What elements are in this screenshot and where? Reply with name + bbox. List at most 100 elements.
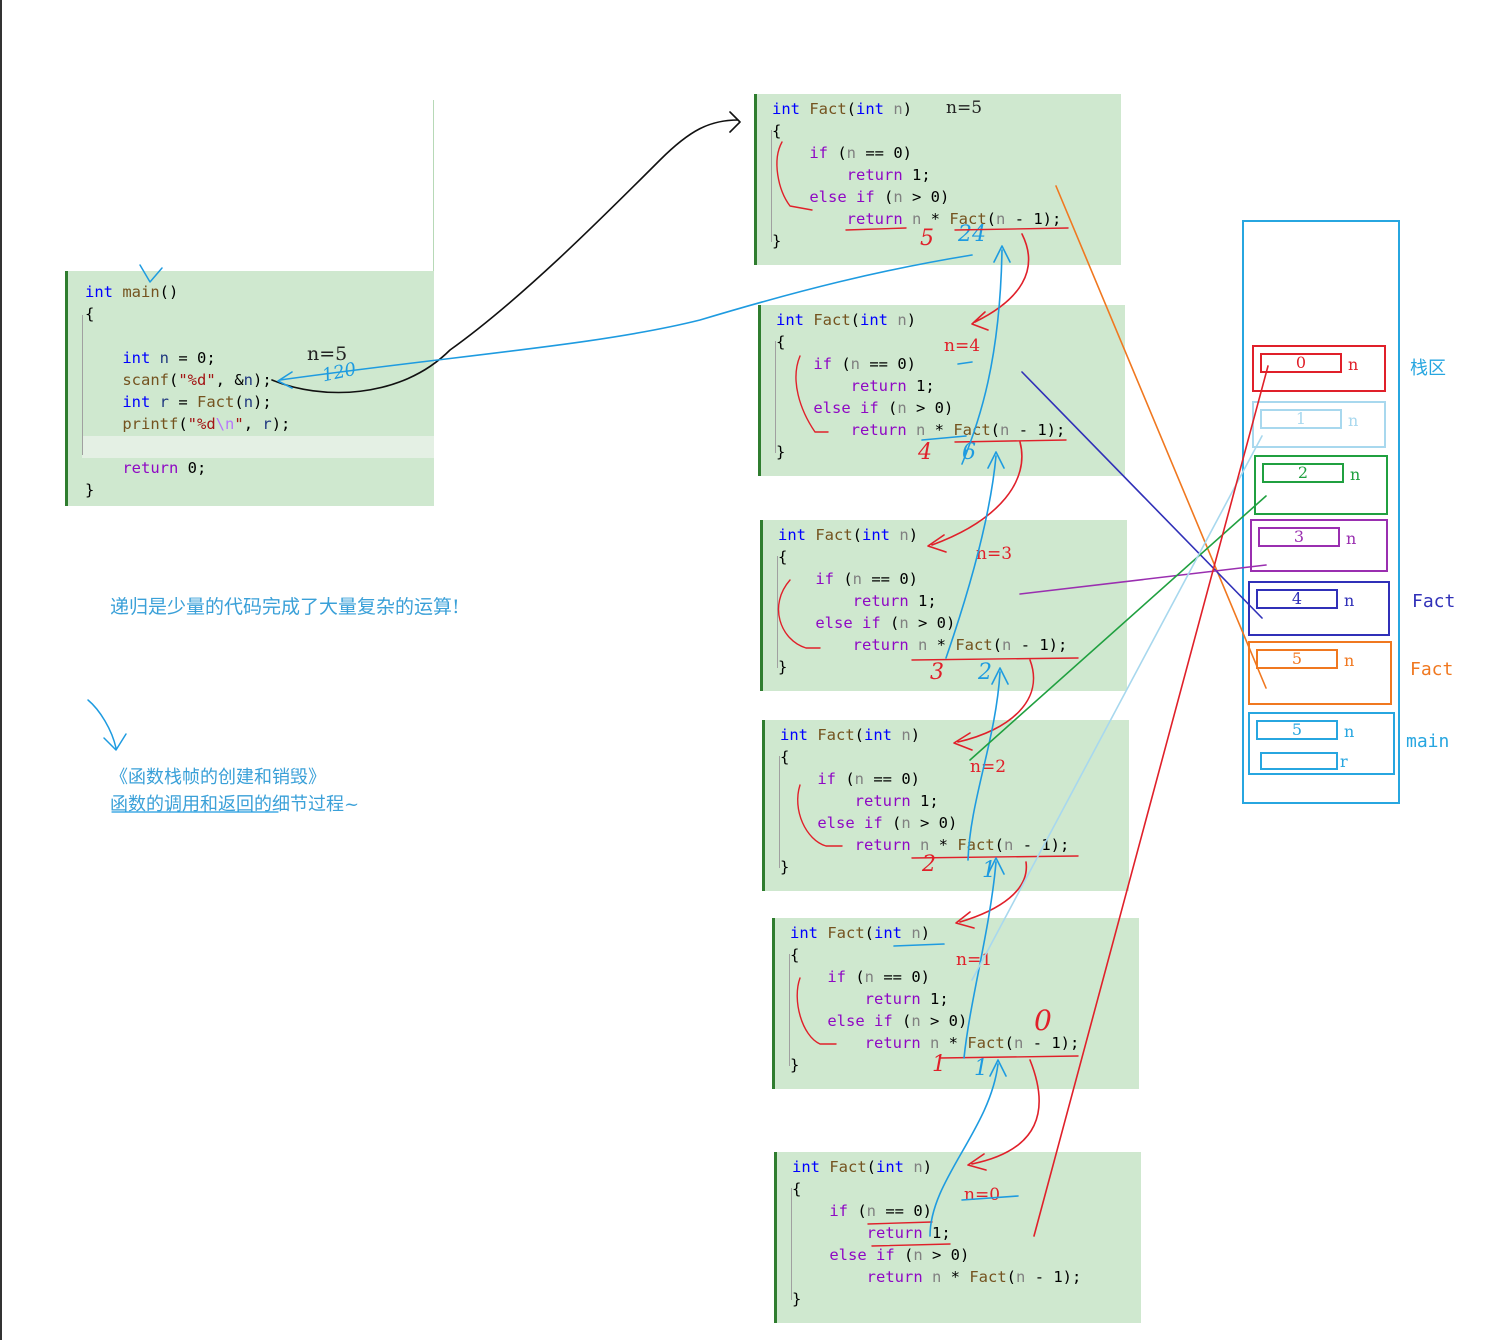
code-token: int	[122, 393, 151, 411]
code-token: n	[911, 924, 921, 942]
code-token: 1;	[906, 377, 935, 395]
indent-guide	[779, 756, 780, 868]
frame-value-label: 2	[922, 852, 936, 877]
stack-variable-name: n	[1348, 411, 1359, 430]
code-token: if	[827, 968, 846, 986]
code-token: else	[815, 614, 853, 632]
code-line: {	[778, 546, 787, 568]
code-line: }	[776, 441, 785, 463]
code-token: scanf	[122, 371, 169, 389]
code-token: (	[852, 526, 863, 544]
code-token: == 0)	[864, 770, 921, 788]
code-token	[790, 1012, 827, 1030]
fact-code-panel[interactable]: int Fact(int n){ if (n == 0) return 1; e…	[774, 1152, 1141, 1323]
frame-n-label: n=2	[970, 757, 1007, 777]
code-token	[85, 349, 122, 367]
frame-value-label: 1	[932, 1052, 946, 1077]
code-token: n	[912, 210, 922, 228]
code-line: else if (n > 0)	[790, 1010, 967, 1032]
code-token: Fact	[955, 636, 993, 654]
code-token	[792, 1202, 829, 1220]
code-token	[911, 836, 920, 854]
code-line: return 1;	[776, 375, 935, 397]
code-token: if	[860, 399, 879, 417]
code-line: }	[780, 856, 789, 878]
code-line: else if (n > 0)	[776, 397, 953, 419]
fact-code-panel[interactable]: int Fact(int n){ if (n == 0) return 1; e…	[754, 94, 1121, 265]
code-token: n	[913, 1246, 923, 1264]
code-token	[776, 421, 851, 439]
code-token	[855, 814, 864, 832]
code-token: if	[874, 1012, 893, 1030]
code-line: }	[778, 656, 787, 678]
code-token: else	[813, 399, 851, 417]
code-token: n	[920, 836, 930, 854]
frame-value-label: 3	[930, 660, 944, 685]
code-token: if	[864, 814, 883, 832]
code-token: Fact	[813, 311, 851, 329]
fact-code-panel[interactable]: int Fact(int n){ if (n == 0) return 1; e…	[772, 918, 1139, 1089]
code-token	[818, 924, 827, 942]
code-token: return	[122, 459, 179, 477]
code-token: (	[990, 421, 1001, 439]
code-token	[820, 1158, 829, 1176]
code-line: if (n == 0)	[772, 142, 912, 164]
code-token: int	[864, 726, 893, 744]
code-token: if	[815, 570, 834, 588]
code-token: *	[929, 836, 958, 854]
current-line-highlight	[82, 436, 434, 458]
editor-divider	[433, 100, 434, 272]
code-line: {	[772, 120, 781, 142]
fact-code-panel[interactable]: int Fact(int n){ if (n == 0) return 1; e…	[762, 720, 1129, 891]
code-line: }	[790, 1054, 799, 1076]
code-token: n	[1016, 1268, 1026, 1286]
code-token: *	[927, 636, 956, 654]
code-token: (	[850, 311, 861, 329]
code-token: (	[874, 188, 894, 206]
code-token: )	[906, 311, 917, 329]
code-token	[792, 1224, 867, 1242]
code-token: n	[901, 814, 911, 832]
code-token	[790, 990, 865, 1008]
code-token: n	[1014, 1034, 1024, 1052]
code-token	[150, 393, 159, 411]
code-token	[847, 188, 856, 206]
code-token: ,	[243, 415, 263, 433]
code-token: }	[790, 1056, 800, 1074]
code-line: return n * Fact(n - 1);	[772, 208, 1062, 230]
code-token: int	[85, 283, 113, 301]
code-token: - 1);	[1013, 836, 1070, 854]
code-token: else	[827, 1012, 865, 1030]
code-token	[778, 570, 815, 588]
main-code-panel[interactable]: int main(){ int n = 0; scanf("%d", &n); …	[65, 271, 434, 506]
code-token: return	[846, 166, 903, 184]
code-token	[884, 100, 893, 118]
code-token: > 0)	[920, 1012, 968, 1030]
code-token	[792, 1246, 829, 1264]
code-token: int	[772, 100, 800, 118]
code-token: return	[854, 836, 911, 854]
stack-variable-name: n	[1344, 651, 1355, 670]
code-line: int r = Fact(n);	[85, 391, 271, 413]
frame-result-label: 1	[974, 1056, 988, 1081]
code-token: n	[897, 311, 907, 329]
code-token: int	[860, 311, 889, 329]
code-token: printf	[122, 415, 179, 433]
code-token	[85, 415, 122, 433]
code-token: "%d"	[178, 371, 216, 389]
code-token: 0;	[178, 459, 207, 477]
fact-code-panel[interactable]: int Fact(int n){ if (n == 0) return 1; e…	[758, 305, 1125, 476]
code-token: , &	[215, 371, 244, 389]
frame-n-label: n=4	[944, 336, 981, 356]
code-token: return	[852, 636, 909, 654]
code-line: return 1;	[778, 590, 937, 612]
code-token: Fact	[829, 1158, 867, 1176]
code-token: = 0;	[169, 349, 216, 367]
code-token: n	[1004, 836, 1014, 854]
code-token	[778, 592, 853, 610]
fact-label-orange: Fact	[1410, 659, 1454, 680]
code-line: int Fact(int n)	[780, 724, 920, 746]
code-token: if	[813, 355, 832, 373]
code-token: n	[916, 421, 926, 439]
